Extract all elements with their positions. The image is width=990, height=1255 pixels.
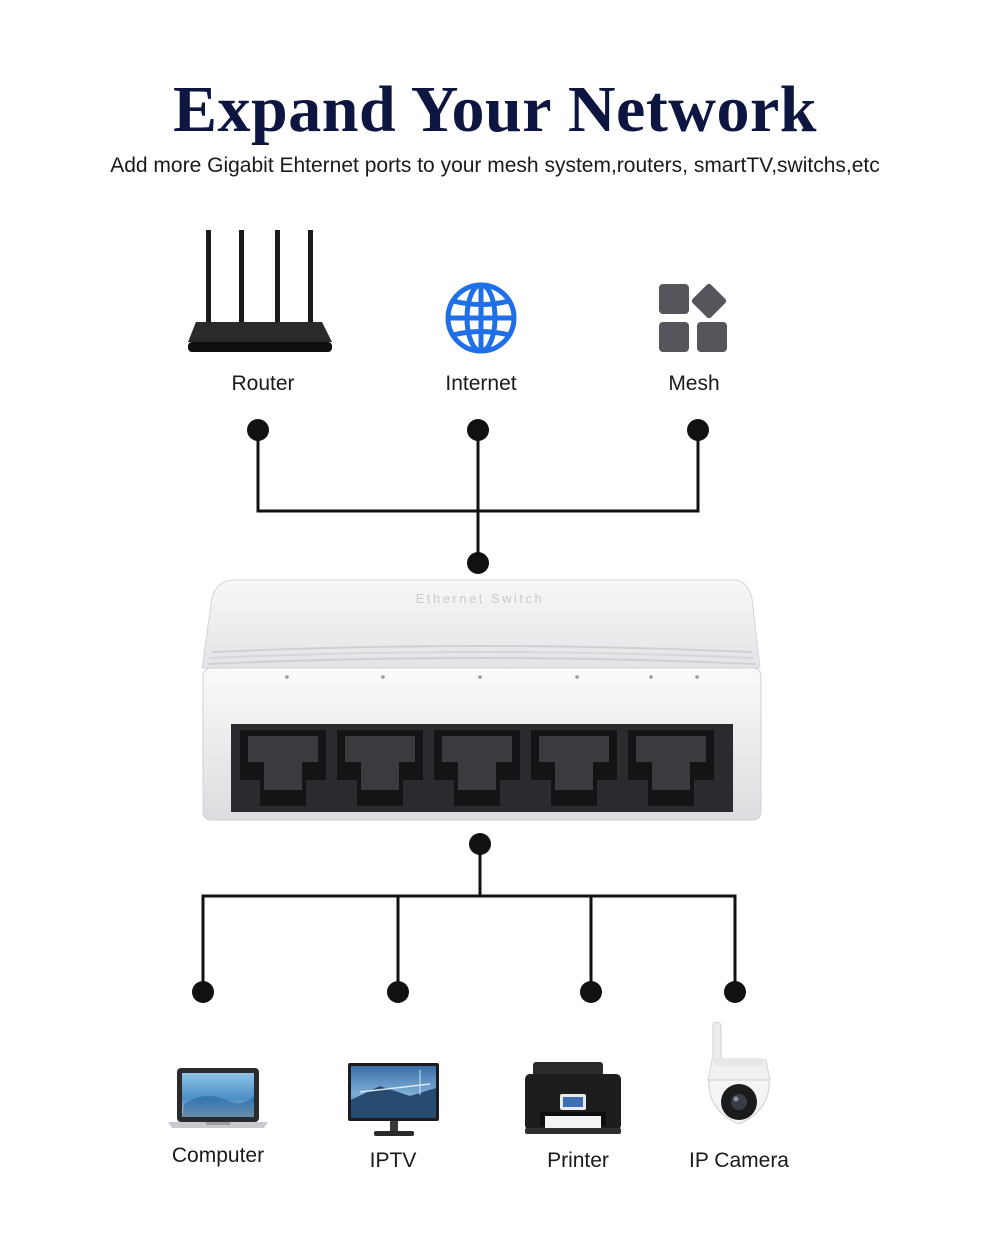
upper-connector-lines — [256, 430, 700, 563]
globe-icon — [445, 282, 517, 354]
ethernet-port — [240, 730, 326, 806]
monitor-icon — [348, 1063, 439, 1136]
lower-connector-dots — [192, 833, 746, 1003]
source-label-internet: Internet — [445, 372, 517, 395]
mesh-grid-icon — [659, 283, 727, 352]
source-label-mesh: Mesh — [668, 372, 720, 395]
ethernet-port — [628, 730, 714, 806]
switch-lid-text: Ethernet Switch — [416, 591, 545, 606]
ethernet-port — [434, 730, 520, 806]
lower-connector-lines — [201, 844, 737, 992]
ethernet-port — [531, 730, 617, 806]
page-title: Expand Your Network — [173, 73, 817, 146]
ethernet-port — [337, 730, 423, 806]
source-label-router: Router — [231, 372, 295, 395]
ethernet-ports — [240, 730, 714, 806]
device-label-iptv: IPTV — [369, 1149, 417, 1172]
printer-icon — [525, 1062, 621, 1134]
device-label-printer: Printer — [547, 1149, 609, 1172]
upper-connector-dots — [247, 419, 709, 574]
ethernet-switch-icon — [201, 579, 762, 821]
page-subtitle: Add more Gigabit Ehternet ports to your … — [110, 154, 880, 177]
ip-camera-icon — [707, 1021, 771, 1125]
router-icon — [188, 230, 332, 352]
device-label-ip-camera: IP Camera — [689, 1149, 789, 1172]
laptop-icon — [168, 1068, 268, 1128]
device-label-computer: Computer — [171, 1144, 265, 1167]
